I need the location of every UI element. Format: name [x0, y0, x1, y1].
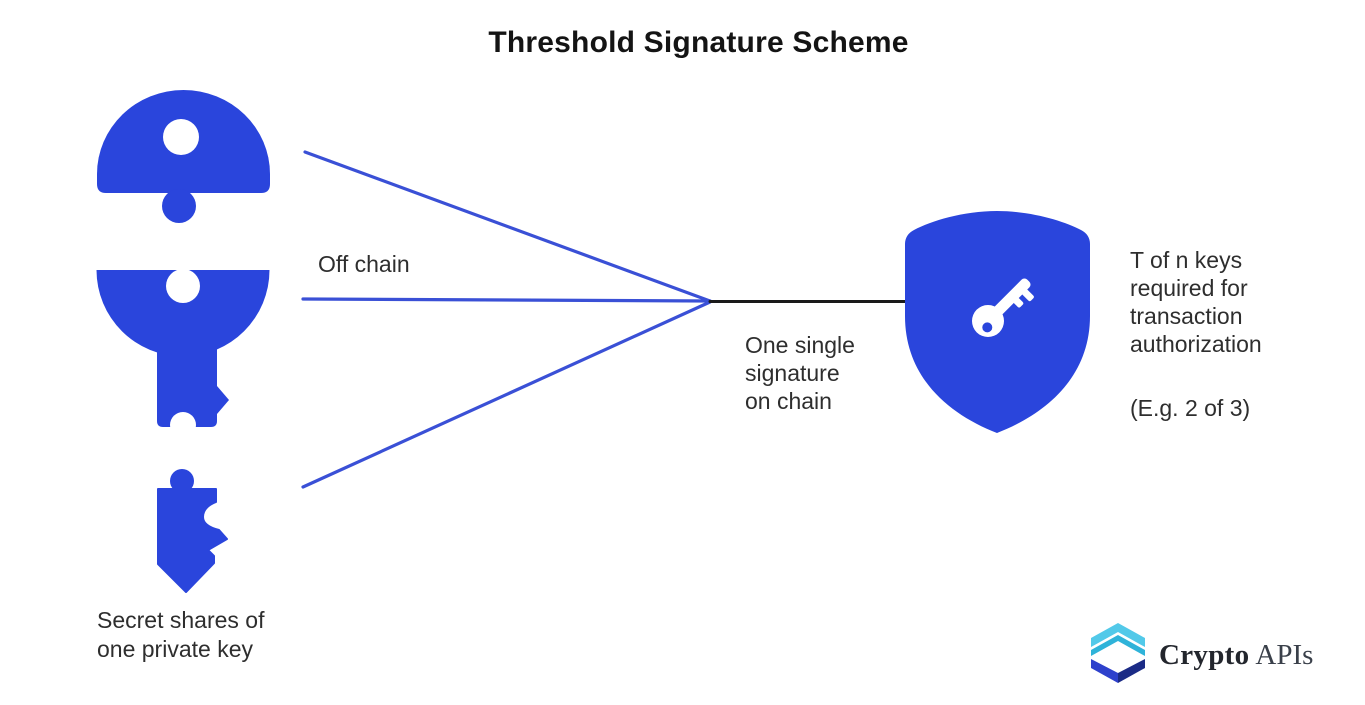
off-chain-label: Off chain [318, 251, 410, 277]
key-glyph-tooth [1013, 297, 1024, 308]
secret-shares-label: Secret shares of one private key [97, 607, 265, 662]
key-glyph-shaft [992, 278, 1031, 317]
puzzle-tab-circle [162, 189, 196, 223]
key-glyph-hole [982, 322, 993, 333]
line-top-share [303, 150, 712, 303]
line-bottom-share [301, 300, 712, 489]
puzzle-notch-bottom [170, 412, 196, 438]
logo-face-upper-band [1091, 635, 1145, 656]
threshold-keys-label: T of n keys required for transaction aut… [1130, 247, 1262, 357]
line-middle-share [301, 297, 712, 303]
white-key-glyph [972, 278, 1034, 337]
key-share-tip-icon [157, 469, 228, 593]
example-label: (E.g. 2 of 3) [1130, 395, 1251, 421]
key-tip-shape [157, 488, 228, 593]
logo-face-bottom-right [1118, 659, 1145, 683]
key-share-top-icon [97, 90, 270, 223]
key-glyph-tooth [1022, 289, 1034, 302]
key-glyph-head [972, 305, 1004, 337]
crypto-apis-cube-logo-icon [1091, 623, 1145, 683]
shield-with-key-icon [905, 211, 1090, 433]
page-title: Threshold Signature Scheme [488, 26, 909, 59]
key-bow-hole [163, 119, 199, 155]
logo-face-bottom-left [1091, 659, 1118, 683]
puzzle-notch-top [166, 269, 200, 303]
logo-text-crypto: Crypto [1159, 638, 1250, 671]
puzzle-tab-circle [170, 469, 194, 493]
key-share-middle-icon [96, 269, 270, 438]
logo-face-top [1091, 623, 1145, 647]
logo-text-apis: APIs [1255, 638, 1314, 671]
single-signature-label: One single signature on chain [745, 332, 855, 414]
off-chain-lines [301, 150, 712, 489]
key-shaft-shape [157, 270, 229, 427]
